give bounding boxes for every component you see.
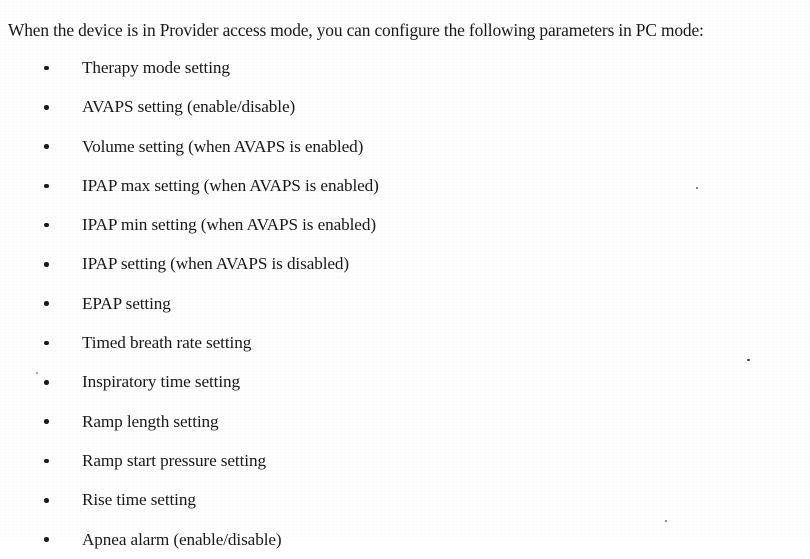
bullet-point-icon <box>44 458 49 464</box>
list-item: IPAP max setting (when AVAPS is enabled) <box>0 166 810 205</box>
list-item-label: AVAPS setting (enable/disable) <box>82 97 296 117</box>
list-item: EPAP setting <box>0 284 810 323</box>
bullet-point-icon <box>44 419 49 424</box>
bullet-point-icon <box>44 144 49 149</box>
bullet-point-icon <box>44 301 49 307</box>
intro-paragraph: When the device is in Provider access mo… <box>8 20 704 41</box>
bullet-point-icon <box>44 262 49 267</box>
list-item-label: Volume setting (when AVAPS is enabled) <box>82 136 364 156</box>
list-item: Volume setting (when AVAPS is enabled) <box>0 127 810 166</box>
list-item-label: Ramp start pressure setting <box>82 450 266 470</box>
bullet-point-icon <box>44 380 49 385</box>
bullet-point-icon <box>44 340 49 346</box>
list-item-label: IPAP setting (when AVAPS is disabled) <box>82 254 350 274</box>
list-item: Timed breath rate setting <box>0 323 810 362</box>
list-item: Ramp length setting <box>0 402 810 441</box>
list-item-label: IPAP min setting (when AVAPS is enabled) <box>82 215 376 235</box>
list-item: Therapy mode setting <box>0 48 810 87</box>
bullet-point-icon <box>44 497 49 503</box>
list-item-label: IPAP max setting (when AVAPS is enabled) <box>82 175 379 195</box>
list-item: AVAPS setting (enable/disable) <box>0 87 810 126</box>
bullet-point-icon <box>44 183 49 189</box>
list-item-label: EPAP setting <box>82 293 171 313</box>
list-item: Ramp start pressure setting <box>0 441 810 480</box>
parameter-list: Therapy mode setting AVAPS setting (enab… <box>0 48 810 559</box>
list-item: Inspiratory time setting <box>0 362 810 401</box>
list-item-label: Therapy mode setting <box>82 58 230 77</box>
list-item-label: Apnea alarm (enable/disable) <box>82 529 282 549</box>
list-item: Rise time setting <box>0 480 810 519</box>
bullet-point-icon <box>44 65 49 71</box>
scanned-document-page: When the device is in Provider access mo… <box>8 20 751 549</box>
list-item: IPAP setting (when AVAPS is disabled) <box>0 244 810 283</box>
list-item-label: Timed breath rate setting <box>82 333 252 353</box>
list-item-label: Ramp length setting <box>82 411 219 431</box>
list-item: IPAP min setting (when AVAPS is enabled) <box>0 205 810 244</box>
bullet-point-icon <box>44 222 49 228</box>
bullet-point-icon <box>44 104 49 110</box>
list-item: Apnea alarm (enable/disable) <box>0 520 810 559</box>
list-item-label: Rise time setting <box>82 490 196 510</box>
list-item-label: Inspiratory time setting <box>82 372 240 392</box>
